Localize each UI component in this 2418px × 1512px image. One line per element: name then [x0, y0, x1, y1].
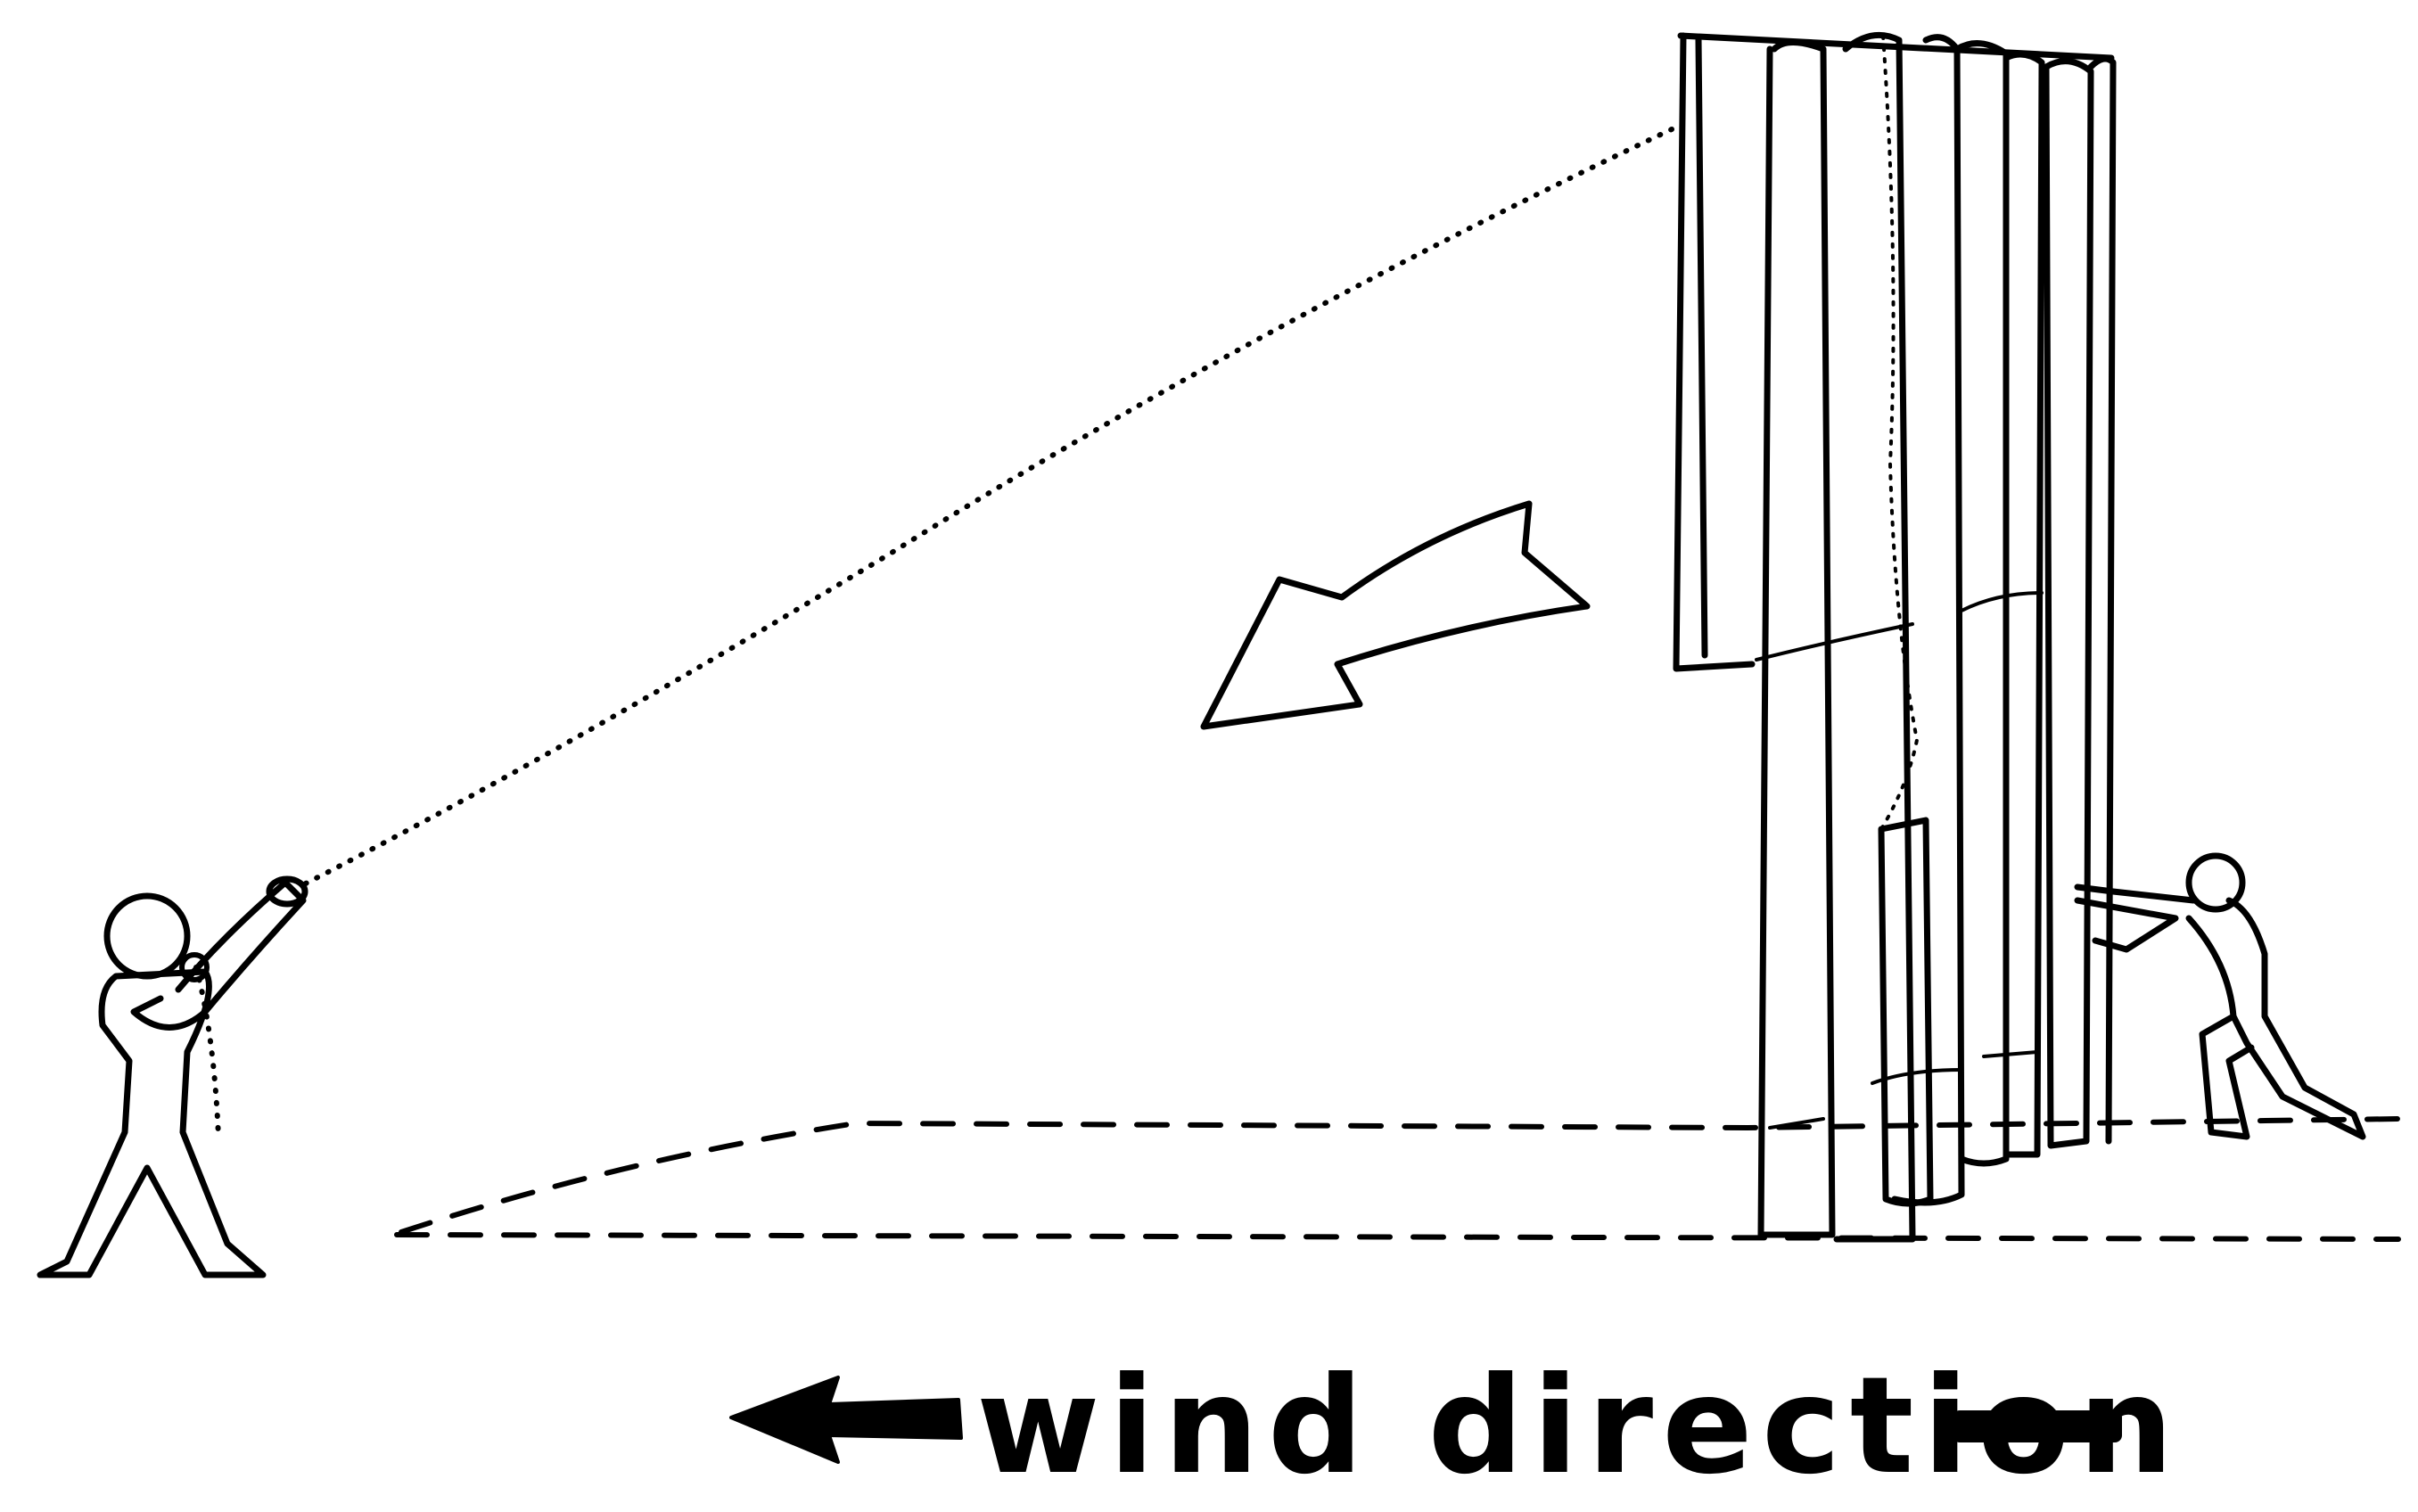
- trunk-sap-line: [1879, 34, 1919, 831]
- trunk-notch: [1878, 817, 1934, 1207]
- trunk-strip-1: [1695, 37, 1708, 659]
- trunk-bands: [1755, 591, 2044, 1130]
- ground-line-far: [399, 1116, 2401, 1235]
- ground-lines: [394, 1116, 2401, 1242]
- trunk-outline: [1673, 32, 2115, 672]
- puller-grip: [179, 952, 210, 982]
- person-pushing-icon: [2074, 852, 2366, 1140]
- curved-arrow-icon: [1200, 500, 1591, 730]
- puller-hands: [266, 875, 308, 908]
- trunk-strip-2: [1757, 39, 1836, 1238]
- person-pulling-rope-icon: [37, 875, 308, 1278]
- trunk-strip-8: [2087, 55, 2117, 1145]
- rope-slack: [193, 965, 221, 1139]
- wind-direction-label: wind direction: [976, 1349, 2183, 1504]
- bar-icon: [1953, 1410, 2122, 1442]
- trunk-strip-5: [1953, 40, 2010, 1167]
- trunk-strip-7: [2043, 58, 2094, 1149]
- trunk-strip-6: [2003, 51, 2045, 1158]
- pusher-body: [2074, 883, 2366, 1140]
- arrow-left-icon: [729, 1376, 963, 1464]
- puller-arms: [130, 879, 307, 1031]
- puller-body: [37, 968, 267, 1278]
- pusher-head: [2185, 852, 2246, 913]
- tree-trunk-icon: [1673, 31, 2117, 1243]
- puller-head: [103, 892, 191, 980]
- ground-line-near: [394, 1232, 2401, 1242]
- rope-line: [296, 127, 1674, 890]
- trunk-strip-3: [1833, 31, 1916, 1243]
